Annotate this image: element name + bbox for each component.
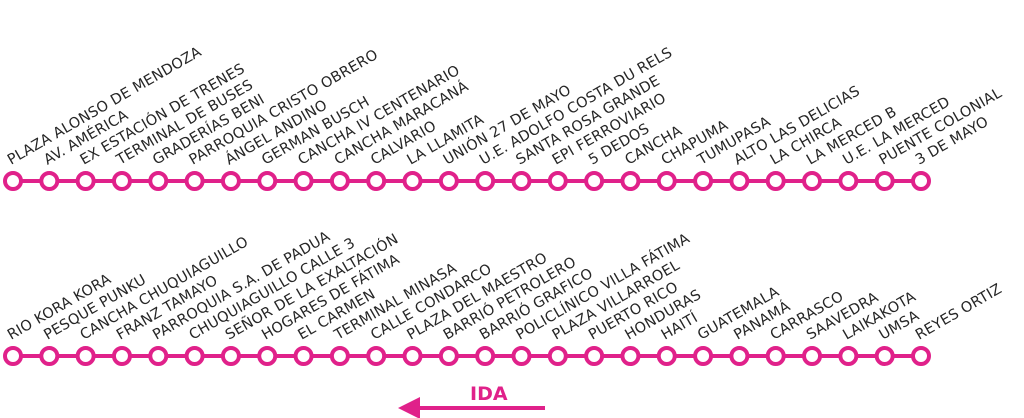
station-marker [220, 346, 241, 366]
station-label: REYES ORTIZ [913, 281, 1005, 343]
station-marker [584, 171, 605, 191]
station-marker [329, 171, 350, 191]
station-marker [293, 171, 314, 191]
station-marker [111, 346, 132, 366]
station-marker [765, 171, 786, 191]
station-marker [111, 171, 132, 191]
station-marker [402, 346, 423, 366]
station-marker [75, 346, 96, 366]
station-marker [39, 346, 60, 366]
station-marker [620, 171, 641, 191]
station-marker [511, 171, 532, 191]
station-marker [438, 171, 459, 191]
station-marker [765, 346, 786, 366]
station-marker [402, 171, 423, 191]
station-marker [838, 171, 859, 191]
left-arrow-icon [398, 397, 420, 418]
station-marker [547, 346, 568, 366]
station-marker [257, 346, 278, 366]
station-marker [511, 346, 532, 366]
station-marker [438, 346, 459, 366]
station-marker [620, 346, 641, 366]
station-marker [293, 346, 314, 366]
station-marker [3, 346, 23, 366]
direction-label: IDA [470, 383, 508, 405]
station-marker [838, 346, 859, 366]
station-marker [148, 346, 169, 366]
station-marker [693, 171, 714, 191]
station-marker [874, 171, 895, 191]
station-marker [184, 171, 205, 191]
station-marker [329, 346, 350, 366]
station-marker [584, 346, 605, 366]
station-marker [366, 346, 387, 366]
station-marker [39, 171, 60, 191]
station-marker [693, 346, 714, 366]
station-marker [547, 171, 568, 191]
station-marker [184, 346, 205, 366]
station-marker [802, 171, 823, 191]
station-marker [874, 346, 895, 366]
station-marker [656, 346, 677, 366]
station-marker [656, 171, 677, 191]
station-marker [911, 346, 931, 366]
station-marker [911, 171, 931, 191]
station-marker [75, 171, 96, 191]
station-marker [802, 346, 823, 366]
station-marker [475, 346, 496, 366]
station-marker [257, 171, 278, 191]
station-marker [729, 346, 750, 366]
station-marker [475, 171, 496, 191]
direction-indicator: IDA [398, 383, 545, 418]
station-marker [366, 171, 387, 191]
station-marker [148, 171, 169, 191]
station-marker [729, 171, 750, 191]
station-marker [3, 171, 23, 191]
station-marker [220, 171, 241, 191]
